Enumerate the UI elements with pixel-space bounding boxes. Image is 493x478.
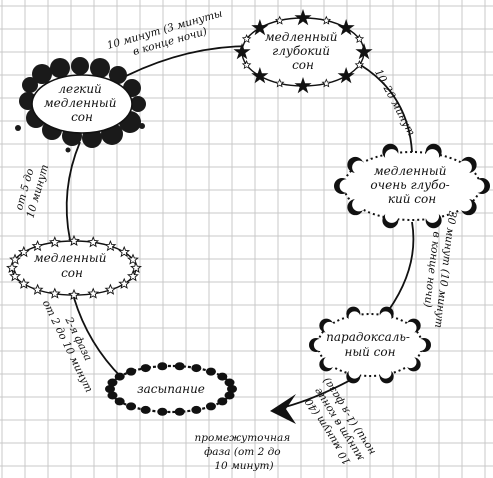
edge-label-falling-to-slow: 2-я фаза от 2 до 10 минут bbox=[40, 293, 107, 395]
edge-label-light-to-deep: 10 минут (3 минуты в конце ночи) bbox=[106, 7, 231, 65]
star-icon bbox=[6, 261, 18, 273]
blob-icon bbox=[114, 397, 125, 406]
star-icon bbox=[241, 59, 252, 70]
node-very-deep-slow-sleep: медленный очень глубо- кий сон bbox=[334, 143, 490, 229]
blob-icon bbox=[157, 362, 168, 371]
edge-label-very-deep-to-paradoxical: 30 минут (10 минут в конце ночи) bbox=[419, 209, 459, 332]
star-icon bbox=[321, 78, 332, 88]
blob-icon bbox=[174, 407, 185, 416]
node-deep-slow-sleep: медленный глубокий сон bbox=[233, 9, 373, 94]
arc-slow-to-light bbox=[65, 141, 81, 241]
star-icon bbox=[68, 234, 80, 246]
blob-decoration bbox=[105, 362, 237, 416]
star-icon bbox=[337, 19, 355, 36]
node-label-slow: медленный сон bbox=[34, 251, 111, 280]
node-light-slow-sleep: легкий медленный сон bbox=[15, 57, 146, 153]
blob-icon bbox=[107, 391, 118, 400]
blob-icon bbox=[174, 362, 185, 371]
arc-light-to-deep bbox=[117, 45, 256, 81]
blob-icon bbox=[205, 367, 216, 376]
star-icon bbox=[87, 287, 100, 299]
star-icon bbox=[274, 15, 285, 25]
star-icon bbox=[48, 287, 61, 299]
node-slow-sleep: медленный сон bbox=[6, 234, 142, 300]
star-icon bbox=[31, 240, 44, 252]
edge-label-deep-to-very-deep: 10–20 минут bbox=[372, 67, 417, 138]
star-icon bbox=[130, 261, 142, 273]
blob-icon bbox=[224, 378, 235, 387]
blob-icon bbox=[205, 402, 216, 411]
node-falling-asleep: засыпание bbox=[105, 362, 237, 416]
star-icon bbox=[337, 67, 355, 84]
star-icon bbox=[233, 43, 251, 60]
star-icon bbox=[294, 77, 312, 94]
arrow-head bbox=[270, 394, 296, 424]
star-icon bbox=[118, 245, 131, 258]
star-icon bbox=[127, 270, 139, 282]
star-icon bbox=[241, 33, 252, 44]
blob-icon bbox=[126, 367, 137, 376]
blob-icon bbox=[107, 378, 118, 387]
star-icon bbox=[251, 67, 269, 84]
blob-icon bbox=[140, 364, 151, 373]
node-label-deep-slow: медленный глубокий сон bbox=[265, 30, 342, 72]
star-icon bbox=[87, 236, 100, 248]
star-icon bbox=[294, 9, 312, 26]
star-icon bbox=[274, 78, 285, 88]
star-icon bbox=[17, 277, 30, 289]
blob-icon bbox=[114, 372, 125, 381]
blob-icon bbox=[105, 385, 115, 393]
blob-icon bbox=[126, 402, 137, 411]
blob-icon bbox=[227, 385, 237, 393]
star-icon bbox=[321, 15, 332, 25]
moon-decoration bbox=[309, 306, 431, 384]
star-icon bbox=[354, 59, 365, 70]
star-icon bbox=[9, 270, 21, 282]
arc-falling-to-slow bbox=[73, 297, 123, 379]
node-label-light-slow: легкий медленный сон bbox=[44, 82, 121, 124]
star-icon bbox=[17, 245, 30, 258]
star-icon bbox=[355, 43, 373, 60]
node-label-very-deep-slow: медленный очень глубо- кий сон bbox=[370, 164, 453, 206]
blob-icon bbox=[157, 407, 168, 416]
blob-icon bbox=[224, 391, 235, 400]
blob-icon bbox=[217, 372, 228, 381]
blob-icon bbox=[140, 405, 151, 414]
star-icon bbox=[68, 288, 80, 300]
edge-label-paradoxical: 10 минут (40 минут в конце ночи) (1-я фа… bbox=[299, 375, 378, 471]
node-paradoxical-sleep: парадоксаль- ный сон bbox=[309, 306, 431, 384]
star-icon bbox=[118, 277, 131, 289]
edge-label-intermediate-phase: промежуточная фаза (от 2 до 10 минут) bbox=[194, 432, 293, 472]
arc-deep-to-very-deep bbox=[351, 59, 413, 153]
star-icon bbox=[104, 240, 117, 252]
star-icon bbox=[354, 33, 365, 44]
star-icon bbox=[127, 253, 139, 265]
star-decoration bbox=[6, 234, 142, 300]
star-icon bbox=[251, 19, 269, 36]
star-icon bbox=[104, 283, 117, 295]
node-shape bbox=[31, 74, 133, 134]
star-icon bbox=[31, 283, 44, 295]
blob-icon bbox=[191, 405, 202, 414]
node-label-falling-asleep: засыпание bbox=[137, 382, 205, 396]
star-decoration bbox=[233, 9, 373, 94]
star-icon bbox=[48, 236, 61, 248]
node-label-paradoxical: парадоксаль- ный сон bbox=[326, 330, 414, 359]
moon-decoration bbox=[334, 143, 490, 229]
blob-icon bbox=[217, 397, 228, 406]
star-icon bbox=[9, 253, 21, 265]
blob-icon bbox=[191, 364, 202, 373]
